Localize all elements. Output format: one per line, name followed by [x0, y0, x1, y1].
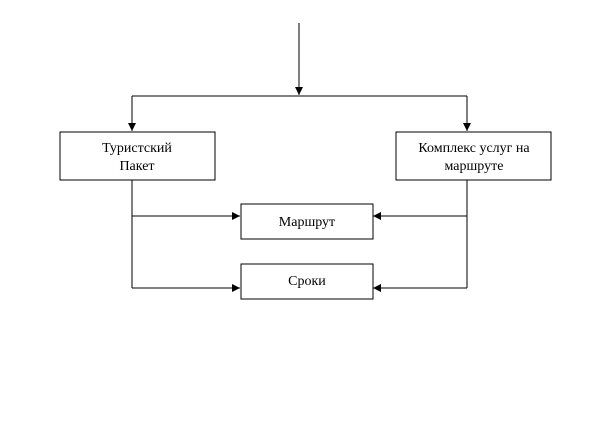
node-tour-package: Туристский Пакет	[59, 131, 216, 181]
node-services: Комплекс услуг на маршруте	[395, 131, 552, 181]
node-tour-package-line-1: Туристский	[102, 141, 172, 156]
node-services-line-1: Комплекс услуг на	[418, 141, 530, 156]
node-services-line-2: маршруте	[445, 159, 504, 174]
node-terms: Сроки	[240, 263, 374, 300]
node-route-label: Маршрут	[279, 215, 335, 230]
node-tour-package-line-2: Пакет	[119, 159, 154, 174]
node-route: Маршрут	[240, 203, 374, 240]
node-terms-label: Сроки	[288, 274, 326, 289]
